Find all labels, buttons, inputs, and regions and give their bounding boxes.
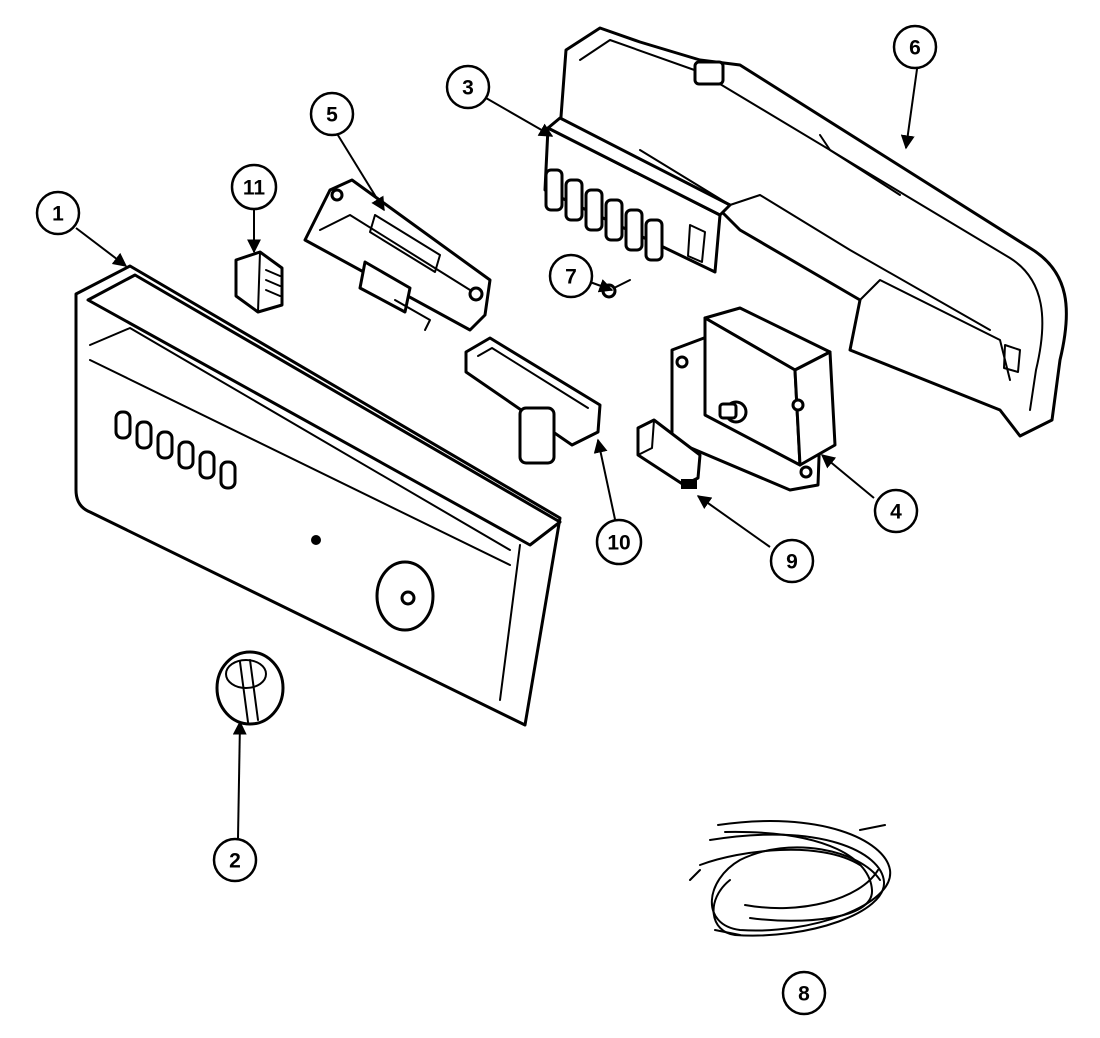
callout-label-7: 7: [565, 266, 577, 289]
callout-7: 7: [548, 253, 594, 299]
part-10-actuator: [464, 336, 602, 465]
callout-1: 1: [35, 190, 81, 236]
callout-label-10: 10: [607, 532, 630, 555]
callout-10: 10: [595, 518, 643, 566]
part-11-connector: [234, 250, 284, 314]
callout-label-6: 6: [909, 37, 921, 60]
callout-label-1: 1: [52, 203, 64, 226]
switch-buttons: [544, 168, 664, 262]
callout-label-8: 8: [798, 983, 810, 1006]
part-9-micro-switch: [636, 418, 702, 489]
callout-4: 4: [873, 488, 919, 534]
callout-6: 6: [892, 24, 938, 70]
callout-label-5: 5: [326, 104, 338, 127]
callout-8: 8: [781, 970, 827, 1016]
panel-button-slots: [114, 410, 237, 490]
callout-label-4: 4: [890, 501, 902, 524]
leader-lines: [75, 61, 919, 839]
callout-2: 2: [212, 837, 258, 883]
callout-label-9: 9: [786, 551, 798, 574]
callout-11: 11: [230, 163, 278, 211]
callout-label-11: 11: [243, 177, 266, 200]
callout-3: 3: [445, 64, 491, 110]
part-1-control-panel: [74, 264, 562, 727]
callout-label-2: 2: [229, 850, 241, 873]
part-3-switch-block: [543, 116, 732, 274]
callout-label-3: 3: [462, 77, 474, 100]
part-2-knob: [215, 650, 285, 726]
part-5-bracket: [303, 178, 492, 332]
part-6-rear-housing: [558, 26, 1068, 438]
callout-5: 5: [309, 91, 355, 137]
callout-9: 9: [769, 538, 815, 584]
part-8-wire-harness: [689, 820, 892, 937]
part-4-timer: [670, 306, 837, 492]
